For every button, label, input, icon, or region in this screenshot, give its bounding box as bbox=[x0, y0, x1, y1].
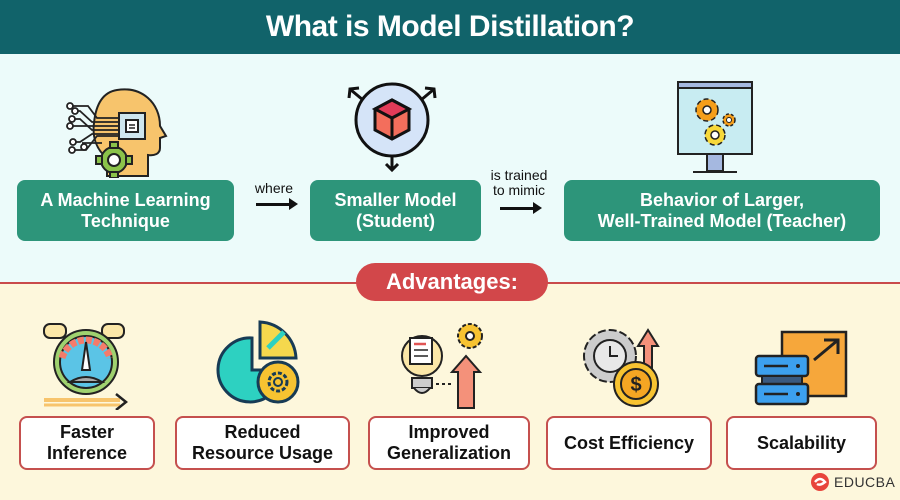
lightbulb-growth-icon bbox=[401, 323, 483, 409]
speedometer-icon bbox=[43, 323, 129, 410]
advantages-heading: Advantages: bbox=[356, 263, 548, 301]
connector-where: where bbox=[254, 180, 294, 196]
advantage-line2: Resource Usage bbox=[191, 443, 334, 463]
student-line2: (Student) bbox=[356, 210, 435, 231]
ai-head-circuit-icon bbox=[66, 88, 168, 178]
teacher-line1: Behavior of Larger, bbox=[639, 189, 805, 210]
student-box: Smaller Model (Student) bbox=[310, 180, 481, 241]
advantage-faster-inference: Faster Inference bbox=[19, 416, 155, 470]
arrow-right-icon bbox=[256, 198, 298, 210]
advantage-line1: Reduced bbox=[224, 422, 301, 442]
advantage-line1: Improved bbox=[408, 422, 490, 442]
educba-logo-icon bbox=[811, 473, 829, 491]
teacher-line2: Well-Trained Model (Teacher) bbox=[597, 210, 847, 231]
brand-logo: EDUCBA bbox=[810, 472, 895, 492]
advantage-line1: Scalability bbox=[756, 432, 847, 453]
advantage-line2: Generalization bbox=[386, 443, 512, 463]
connector-trained-line1: is trained bbox=[490, 167, 548, 183]
connector-trained-line2: to mimic bbox=[492, 182, 546, 198]
technique-line1: A Machine Learning bbox=[40, 189, 211, 210]
advantage-scalability: Scalability bbox=[726, 416, 877, 470]
connector-trained: is trained to mimic bbox=[484, 168, 554, 198]
monitor-gears-icon bbox=[677, 81, 753, 173]
pie-chart-gear-icon bbox=[216, 320, 300, 404]
server-scale-icon bbox=[754, 330, 848, 406]
model-cube-icon bbox=[347, 82, 437, 173]
advantage-line1: Cost Efficiency bbox=[563, 432, 695, 453]
svg-text:$: $ bbox=[630, 374, 641, 396]
teacher-box: Behavior of Larger, Well-Trained Model (… bbox=[564, 180, 880, 241]
brand-name: EDUCBA bbox=[834, 474, 896, 490]
advantage-line1: Faster bbox=[59, 422, 115, 442]
advantage-line2: Inference bbox=[46, 443, 128, 463]
page-title: What is Model Distillation? bbox=[0, 0, 900, 54]
advantage-cost-efficiency: Cost Efficiency bbox=[546, 416, 712, 470]
advantage-improved-generalization: Improved Generalization bbox=[368, 416, 530, 470]
student-line1: Smaller Model bbox=[334, 189, 457, 210]
arrow-right-icon bbox=[500, 202, 542, 214]
clock-gear-coin-icon: $ bbox=[583, 328, 660, 407]
technique-line2: Technique bbox=[81, 210, 170, 231]
advantage-reduced-resource: Reduced Resource Usage bbox=[175, 416, 350, 470]
technique-box: A Machine Learning Technique bbox=[17, 180, 234, 241]
